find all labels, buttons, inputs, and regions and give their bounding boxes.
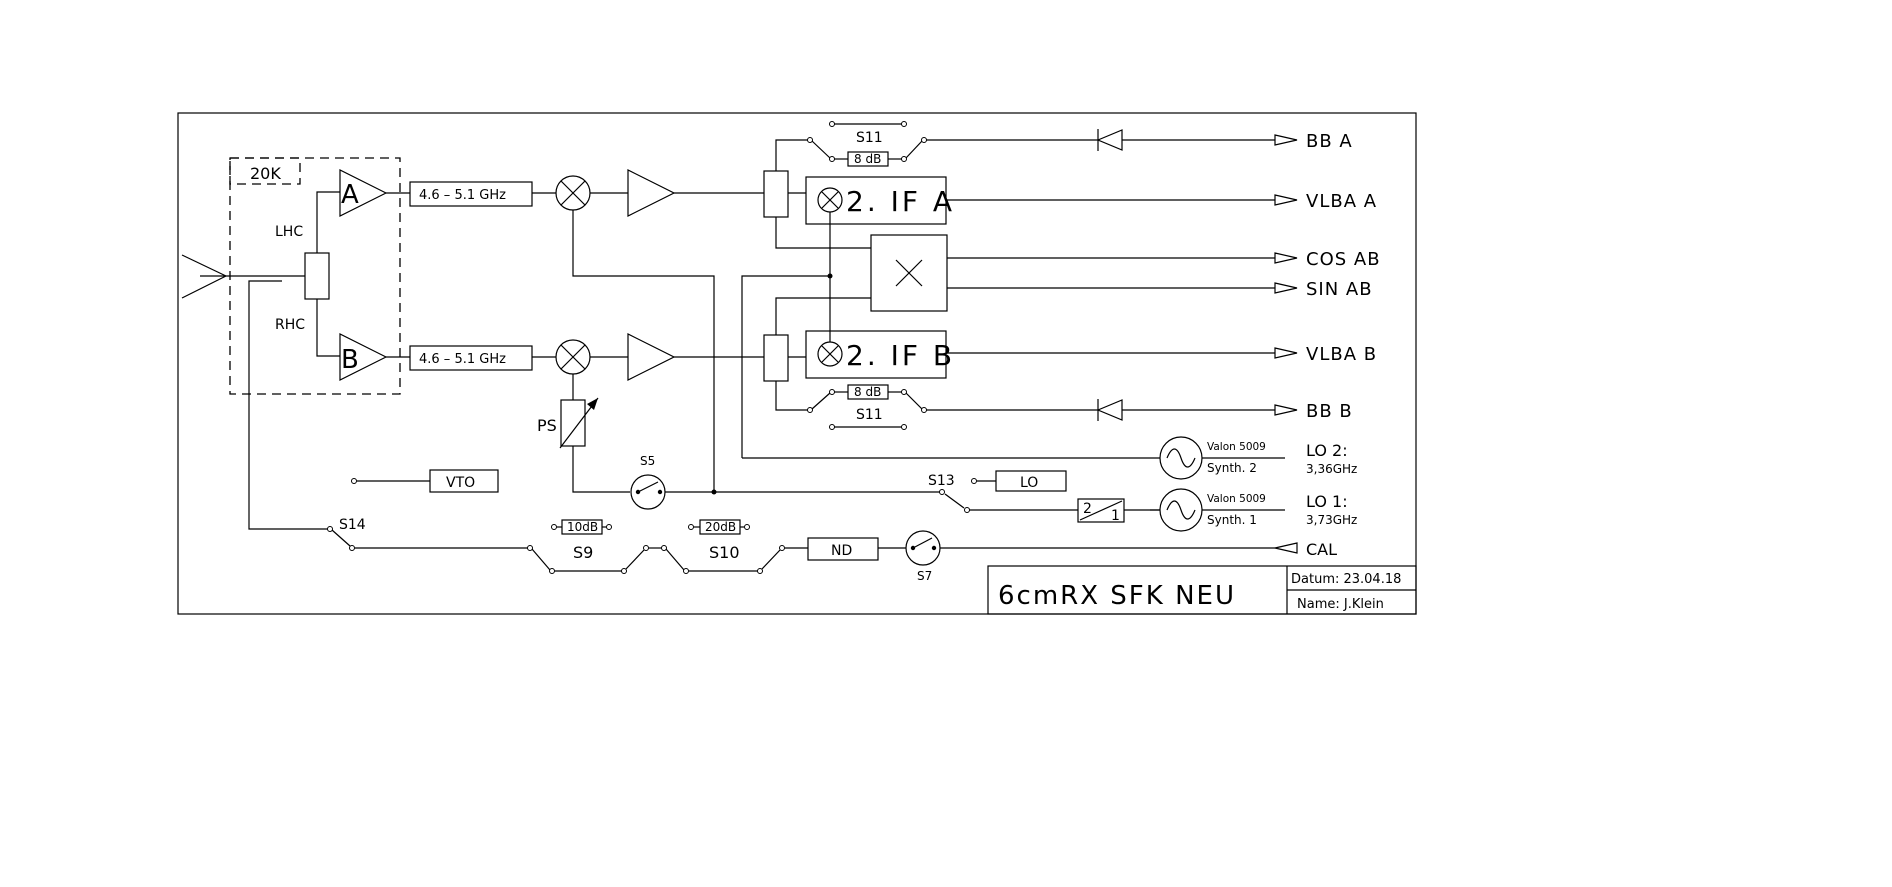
divider-label-2: 2: [1083, 501, 1092, 517]
cal-label: CAL: [1306, 540, 1337, 559]
lna-a-amplifier-icon: [339, 169, 388, 217]
amp-b-label: B: [341, 345, 361, 375]
lo1-label: LO 1:: [1306, 492, 1348, 511]
att-s11-bottom-label: 8 dB: [854, 385, 881, 399]
output-sin-ab: SIN AB: [1306, 279, 1373, 300]
switch-s7-label: S7: [917, 569, 932, 583]
if-amplifier-a-icon: [627, 169, 676, 217]
if-amplifier-b-icon: [627, 333, 676, 381]
detector-diode-b-icon: [1096, 399, 1123, 421]
switch-s9-label: S9: [573, 543, 593, 562]
switch-s5-icon: [630, 474, 666, 510]
lo-box: [995, 470, 1067, 492]
drawing-title: 6cmRX SFK NEU: [998, 581, 1236, 611]
synth1-name: Valon 5009: [1207, 493, 1266, 505]
orthomode-transducer: [304, 252, 330, 300]
att-s9-label: 10dB: [567, 520, 598, 534]
divider-label-1: 1: [1111, 508, 1120, 524]
switch-s11-top-label: S11: [856, 130, 883, 146]
switch-s5-label: S5: [640, 454, 655, 468]
synth-2-oscillator-icon: [1159, 436, 1203, 480]
multiply-icon: [895, 259, 923, 287]
output-vlba-b: VLBA B: [1306, 344, 1377, 365]
filter-a-label: 4.6 – 5.1 GHz: [419, 188, 506, 203]
lna-b-amplifier-icon: [339, 333, 388, 381]
output-vlba-a: VLBA A: [1306, 191, 1377, 212]
switch-s10-label: S10: [709, 543, 740, 562]
frontend-label-box: [229, 157, 301, 185]
ps-label: PS: [537, 416, 557, 435]
output-arrows: [1274, 134, 1298, 416]
synth-1-oscillator-icon: [1159, 488, 1203, 532]
att-s11-top-label: 8 dB: [854, 152, 881, 166]
noise-diode-box: [807, 537, 879, 561]
output-cos-ab: COS AB: [1306, 249, 1381, 270]
filter-b-label: 4.6 – 5.1 GHz: [419, 352, 506, 367]
bandpass-filter-a: [409, 181, 533, 207]
lo2-freq: 3,36GHz: [1306, 462, 1357, 476]
frontend-label: 20K: [250, 164, 281, 183]
drawing-author: Name: J.Klein: [1297, 597, 1384, 612]
feed-horn-icon: [181, 254, 305, 299]
att-s10-label: 20dB: [705, 520, 736, 534]
amp-a-label: A: [341, 180, 361, 210]
phase-shifter: [560, 399, 586, 447]
lo-label: LO: [1020, 475, 1038, 491]
output-bb-b: BB B: [1306, 401, 1353, 422]
mixer-a-icon: [555, 175, 591, 211]
switch-s11-bottom-label: S11: [856, 407, 883, 423]
lo2-label: LO 2:: [1306, 441, 1348, 460]
rhc-label: RHC: [275, 317, 305, 333]
cal-input-arrow: [1274, 542, 1298, 554]
lhc-label: LHC: [275, 224, 303, 240]
synth1-sub: Synth. 1: [1207, 513, 1257, 527]
drawing-frame: [177, 112, 1417, 615]
if-b-label: 2. IF B: [846, 339, 955, 372]
nd-label: ND: [831, 543, 852, 559]
switch-s14-label: S14: [339, 517, 366, 533]
mixer-b-icon: [555, 339, 591, 375]
switch-s13-label: S13: [928, 473, 955, 489]
synth2-sub: Synth. 2: [1207, 461, 1257, 475]
vto-label: VTO: [446, 475, 475, 491]
splitter-a: [763, 170, 789, 218]
switch-s7-icon: [905, 530, 941, 566]
phase-shifter-adjust-icon: [559, 397, 599, 449]
bandpass-filter-b: [409, 345, 533, 371]
lo1-freq: 3,73GHz: [1306, 513, 1357, 527]
output-bb-a: BB A: [1306, 131, 1353, 152]
synth2-name: Valon 5009: [1207, 441, 1266, 453]
if-a-label: 2. IF A: [846, 185, 955, 218]
drawing-date: Datum: 23.04.18: [1291, 572, 1401, 587]
vto-box: [429, 469, 499, 493]
detector-diode-a-icon: [1096, 129, 1123, 151]
splitter-b: [763, 334, 789, 382]
